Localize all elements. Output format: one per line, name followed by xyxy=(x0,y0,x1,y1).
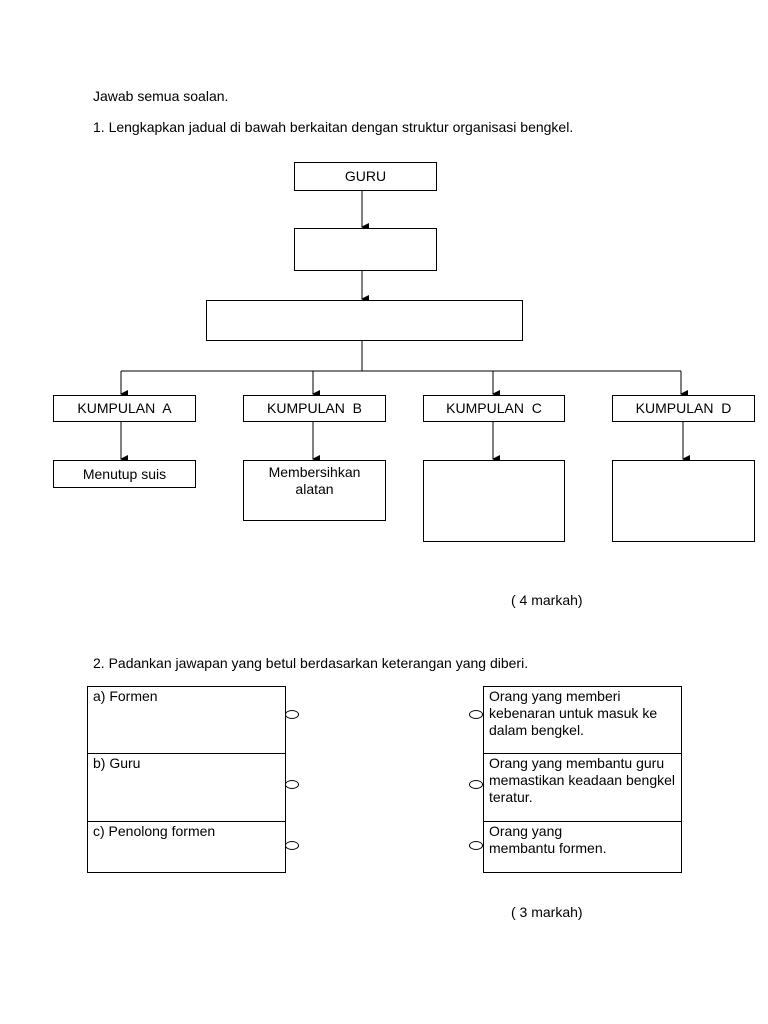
left-table-divider-2 xyxy=(88,821,285,822)
instructions-text: Jawab semua soalan. xyxy=(93,88,229,104)
right-item-2: Orang yang membantu guru memastikan kead… xyxy=(489,755,676,805)
question-1-prompt: 1. Lengkapkan jadual di bawah berkaitan … xyxy=(93,119,574,135)
task-box-c-blank[interactable] xyxy=(423,460,565,542)
right-table-divider-2 xyxy=(484,821,681,822)
task-b-label: Membersihkan alatan xyxy=(268,464,361,497)
group-c-label: KUMPULAN C xyxy=(446,400,542,416)
group-b-label: KUMPULAN B xyxy=(267,400,362,416)
group-d-label: KUMPULAN D xyxy=(635,400,732,416)
left-item-a: a) Formen xyxy=(93,688,158,704)
matching-right-table: Orang yang memberi kebenaran untuk masuk… xyxy=(483,686,682,873)
question-2-prompt: 2. Padankan jawapan yang betul berdasark… xyxy=(93,655,529,671)
group-box-c: KUMPULAN C xyxy=(423,395,565,422)
right-connector-oval-2[interactable] xyxy=(469,780,483,789)
left-connector-oval-a[interactable] xyxy=(285,710,299,719)
task-box-b: Membersihkan alatan xyxy=(243,460,386,521)
org-box-guru-label: GURU xyxy=(344,168,387,184)
right-item-1: Orang yang memberi kebenaran untuk masuk… xyxy=(489,688,658,738)
left-item-b: b) Guru xyxy=(93,755,141,771)
task-box-d-blank[interactable] xyxy=(612,460,755,542)
left-connector-oval-c[interactable] xyxy=(285,841,299,850)
question-2-marks: ( 3 markah) xyxy=(511,904,583,920)
org-box-level3-blank[interactable] xyxy=(206,300,523,341)
left-connector-oval-b[interactable] xyxy=(285,780,299,789)
right-connector-oval-3[interactable] xyxy=(469,841,483,850)
right-item-3: Orang yang membantu formen. xyxy=(489,823,607,856)
question-1-marks: ( 4 markah) xyxy=(511,592,583,608)
group-box-a: KUMPULAN A xyxy=(53,395,196,422)
group-box-b: KUMPULAN B xyxy=(243,395,386,422)
group-a-label: KUMPULAN A xyxy=(77,400,172,416)
left-table-divider-1 xyxy=(88,753,285,754)
task-a-label: Menutup suis xyxy=(82,465,167,482)
right-connector-oval-1[interactable] xyxy=(469,710,483,719)
org-box-guru: GURU xyxy=(294,162,437,191)
group-box-d: KUMPULAN D xyxy=(612,395,755,422)
left-item-c: c) Penolong formen xyxy=(93,823,216,839)
org-box-level2-blank[interactable] xyxy=(294,228,437,271)
task-box-a: Menutup suis xyxy=(53,460,196,488)
matching-left-table: a) Formen b) Guru c) Penolong formen xyxy=(87,686,286,873)
right-table-divider-1 xyxy=(484,753,681,754)
